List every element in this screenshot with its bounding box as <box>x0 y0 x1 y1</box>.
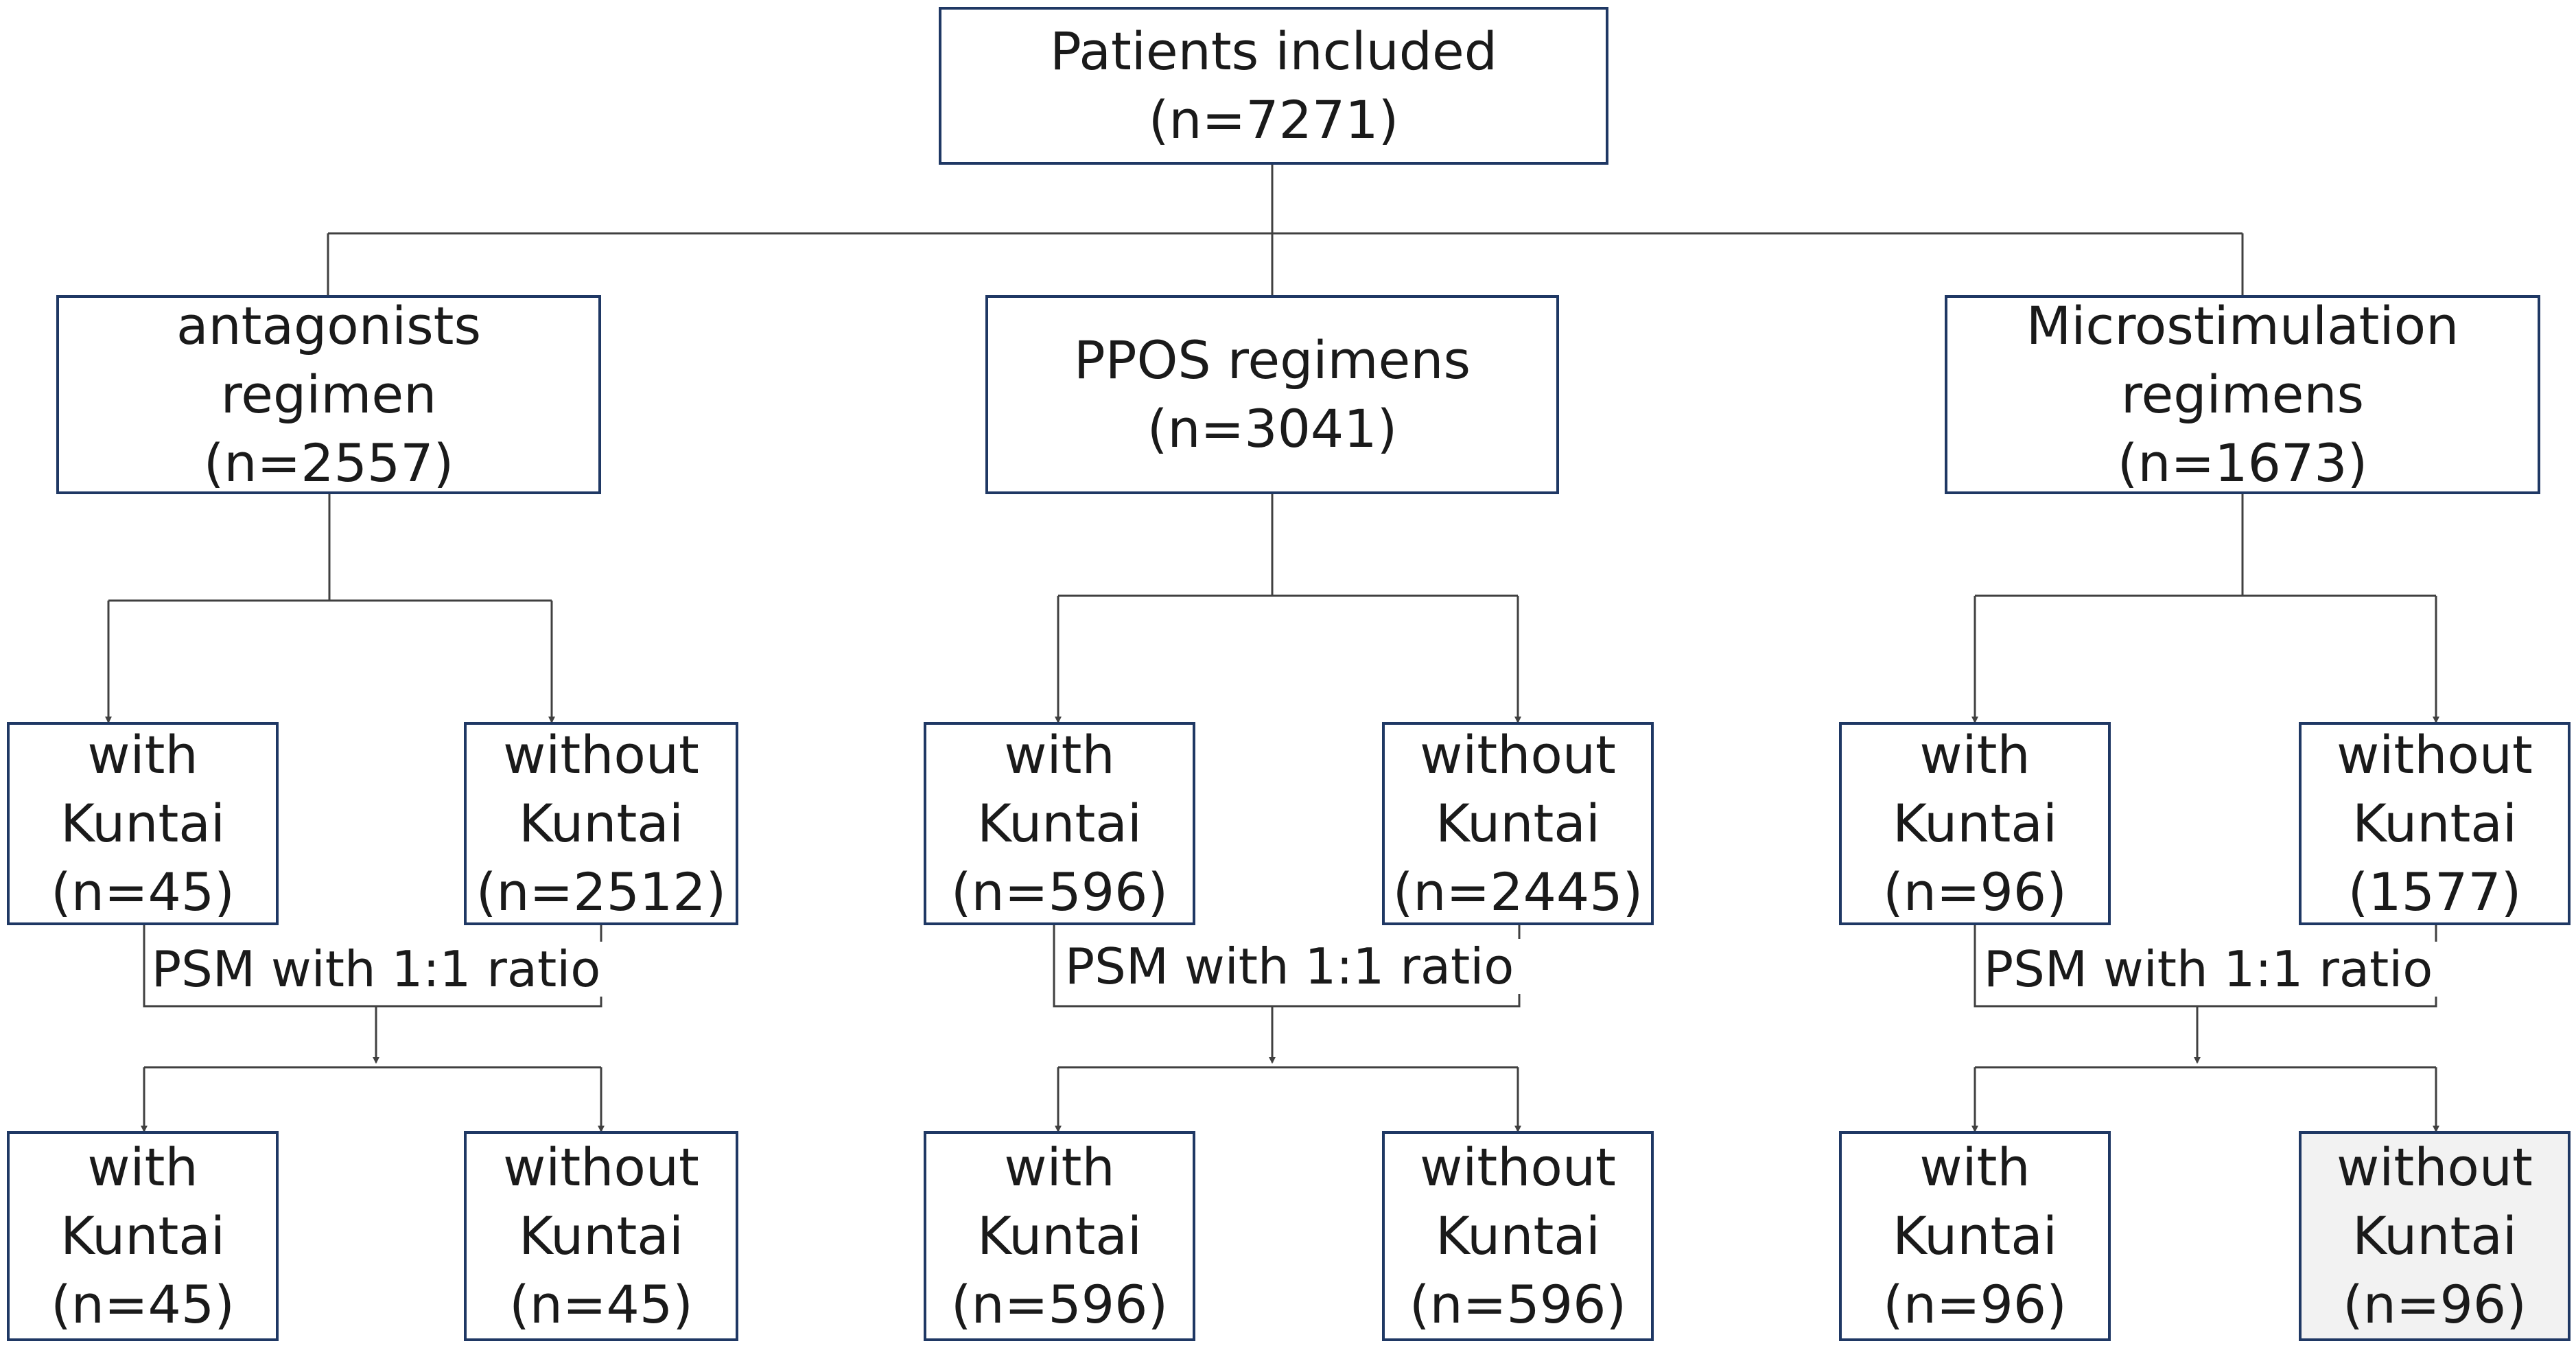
box-label: Kuntai <box>1893 793 2057 854</box>
box-label: with <box>1004 724 1115 785</box>
box-count: (n=596) <box>1409 1274 1627 1335</box>
group3-without-kuntai-box: without Kuntai (1577) <box>2299 722 2571 925</box>
box-label: with <box>1919 1137 2030 1198</box>
box-label: with <box>1919 724 2030 785</box>
group1-psm-label: PSM with 1:1 ratio <box>147 942 605 997</box>
box-label: Kuntai <box>1893 1205 2057 1266</box>
box-count: (n=96) <box>1883 861 2067 922</box>
group2-psm-label: PSM with 1:1 ratio <box>1057 939 1522 994</box>
group1-matched-with-kuntai-box: with Kuntai (n=45) <box>7 1131 279 1341</box>
regimen-count: (n=3041) <box>1147 398 1398 459</box>
box-label: Kuntai <box>977 793 1142 854</box>
group2-with-kuntai-box: with Kuntai (n=596) <box>924 722 1195 925</box>
group3-matched-without-kuntai-box: without Kuntai (n=96) <box>2299 1131 2571 1341</box>
box-count: (n=96) <box>1883 1274 2067 1335</box>
box-label: Kuntai <box>1436 793 1600 854</box>
root-count: (n=7271) <box>1148 89 1399 150</box>
group1-split <box>108 494 552 602</box>
box-count: (n=596) <box>950 1274 1169 1335</box>
box-label: Kuntai <box>1436 1205 1600 1266</box>
box-label: without <box>1420 1137 1616 1198</box>
group1-with-kuntai-box: with Kuntai (n=45) <box>7 722 279 925</box>
box-label: Kuntai <box>60 1205 225 1266</box>
group1-matched-without-kuntai-box: without Kuntai (n=45) <box>464 1131 738 1341</box>
box-count: (n=596) <box>950 861 1169 922</box>
box-label: Kuntai <box>60 793 225 854</box>
box-count: (n=45) <box>51 1274 235 1335</box>
group1-without-kuntai-box: without Kuntai (n=2512) <box>464 722 738 925</box>
box-label: Kuntai <box>2352 1205 2517 1266</box>
box-label: with <box>87 1137 198 1198</box>
box-label: Kuntai <box>977 1205 1142 1266</box>
regimen-label: regimen <box>220 364 437 425</box>
box-label: Kuntai <box>519 1205 683 1266</box>
box-label: with <box>1004 1137 1115 1198</box>
box-label: Kuntai <box>2352 793 2517 854</box>
box-count: (n=45) <box>509 1274 693 1335</box>
box-label: with <box>87 724 198 785</box>
group2-matched-with-kuntai-box: with Kuntai (n=596) <box>924 1131 1195 1341</box>
regimen-box-ppos: PPOS regimens (n=3041) <box>985 295 1559 494</box>
group3-matched-with-kuntai-box: with Kuntai (n=96) <box>1839 1131 2111 1341</box>
regimen-count: (n=2557) <box>203 432 454 493</box>
regimen-box-antagonists: antagonists regimen (n=2557) <box>56 295 601 494</box>
box-count: (n=2445) <box>1392 861 1643 922</box>
root-title: Patients included <box>1050 21 1497 82</box>
box-count: (n=2512) <box>476 861 727 922</box>
regimen-label: antagonists <box>176 295 482 356</box>
regimen-label: PPOS regimens <box>1073 329 1471 391</box>
group2-split <box>1058 494 1518 597</box>
group3-split <box>1975 494 2436 597</box>
box-label: without <box>503 1137 699 1198</box>
box-count: (n=96) <box>2343 1274 2527 1335</box>
box-count: (n=45) <box>51 861 235 922</box>
regimen-label: Microstimulation <box>2026 295 2459 356</box>
box-label: without <box>1420 724 1616 785</box>
regimen-box-microstimulation: Microstimulation regimens (n=1673) <box>1945 295 2540 494</box>
box-label: Kuntai <box>519 793 683 854</box>
box-label: without <box>503 724 699 785</box>
group3-psm-label: PSM with 1:1 ratio <box>1976 942 2440 997</box>
box-count: (1577) <box>2347 861 2522 922</box>
group2-matched-without-kuntai-box: without Kuntai (n=596) <box>1382 1131 1654 1341</box>
regimen-count: (n=1673) <box>2117 432 2368 493</box>
box-label: without <box>2337 724 2533 785</box>
group2-without-kuntai-box: without Kuntai (n=2445) <box>1382 722 1654 925</box>
root-box: Patients included (n=7271) <box>939 7 1608 165</box>
regimen-label: regimens <box>2120 364 2365 425</box>
box-label: without <box>2337 1137 2533 1198</box>
group3-with-kuntai-box: with Kuntai (n=96) <box>1839 722 2111 925</box>
